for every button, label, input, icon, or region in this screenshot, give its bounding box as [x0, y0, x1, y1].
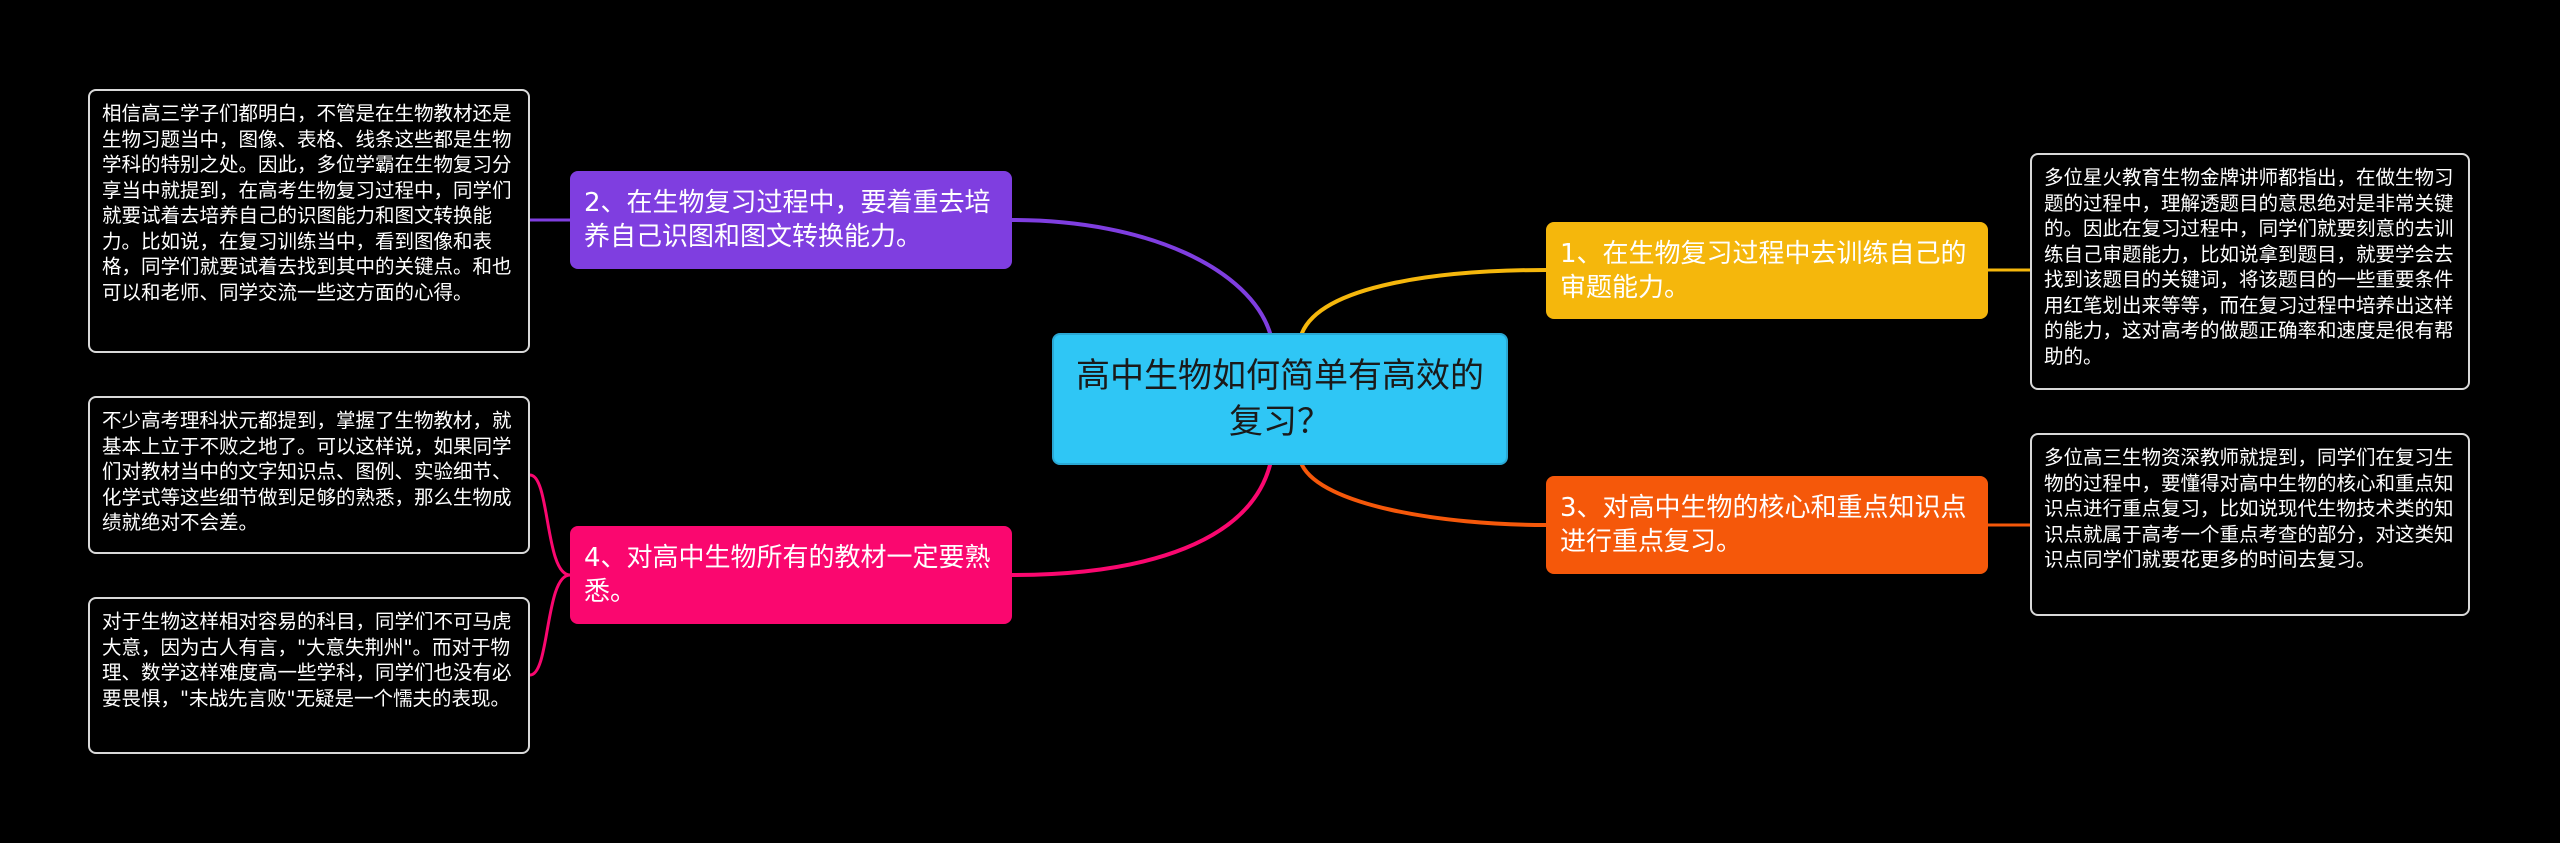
note-box-branch-4-b[interactable]: 对于生物这样相对容易的科目，同学们不可马虎大意，因为古人有言，"大意失荆州"。而…: [88, 597, 530, 754]
note-text: 多位高三生物资深教师就提到，同学们在复习生物的过程中，要懂得对高中生物的核心和重…: [2044, 446, 2454, 571]
note-text: 不少高考理科状元都提到，掌握了生物教材，就基本上立于不败之地了。可以这样说，如果…: [102, 409, 512, 534]
connector-center-branch-3: [1300, 463, 1548, 527]
note-box-branch-1[interactable]: 多位星火教育生物金牌讲师都指出，在做生物习题的过程中，理解透题目的意思绝对是非常…: [2030, 153, 2470, 390]
branch-topic-label: 1、在生物复习过程中去训练自己的审题能力。: [1560, 238, 1967, 303]
note-text: 对于生物这样相对容易的科目，同学们不可马虎大意，因为古人有言，"大意失荆州"。而…: [102, 610, 512, 710]
branch-topic-label: 4、对高中生物所有的教材一定要熟悉。: [584, 543, 991, 607]
note-text: 多位星火教育生物金牌讲师都指出，在做生物习题的过程中，理解透题目的意思绝对是非常…: [2044, 166, 2454, 368]
connector-branch-4-note-a: [529, 473, 571, 577]
branch-topic-4[interactable]: 4、对高中生物所有的教材一定要熟悉。: [570, 526, 1012, 624]
branch-topic-label: 2、在生物复习过程中，要着重去培养自己识图和图文转换能力。: [584, 188, 991, 252]
central-topic-label: 高中生物如何简单有高效的复习？: [1076, 356, 1484, 442]
note-box-branch-3[interactable]: 多位高三生物资深教师就提到，同学们在复习生物的过程中，要懂得对高中生物的核心和重…: [2030, 433, 2470, 616]
note-box-branch-4-a[interactable]: 不少高考理科状元都提到，掌握了生物教材，就基本上立于不败之地了。可以这样说，如果…: [88, 396, 530, 554]
branch-topic-2[interactable]: 2、在生物复习过程中，要着重去培养自己识图和图文转换能力。: [570, 171, 1012, 269]
connector-center-branch-4: [1010, 463, 1272, 577]
branch-topic-1[interactable]: 1、在生物复习过程中去训练自己的审题能力。: [1546, 222, 1988, 319]
note-box-branch-2[interactable]: 相信高三学子们都明白，不管是在生物教材还是生物习题当中，图像、表格、线条这些都是…: [88, 89, 530, 353]
branch-topic-label: 3、对高中生物的核心和重点知识点进行重点复习。: [1560, 493, 1967, 557]
connector-center-branch-2: [1010, 218, 1272, 335]
connector-center-branch-1: [1300, 268, 1548, 335]
note-text: 相信高三学子们都明白，不管是在生物教材还是生物习题当中，图像、表格、线条这些都是…: [102, 102, 512, 304]
central-topic[interactable]: 高中生物如何简单有高效的复习？: [1052, 333, 1508, 465]
connector-branch-4-note-b: [529, 573, 571, 677]
branch-topic-3[interactable]: 3、对高中生物的核心和重点知识点进行重点复习。: [1546, 476, 1988, 574]
